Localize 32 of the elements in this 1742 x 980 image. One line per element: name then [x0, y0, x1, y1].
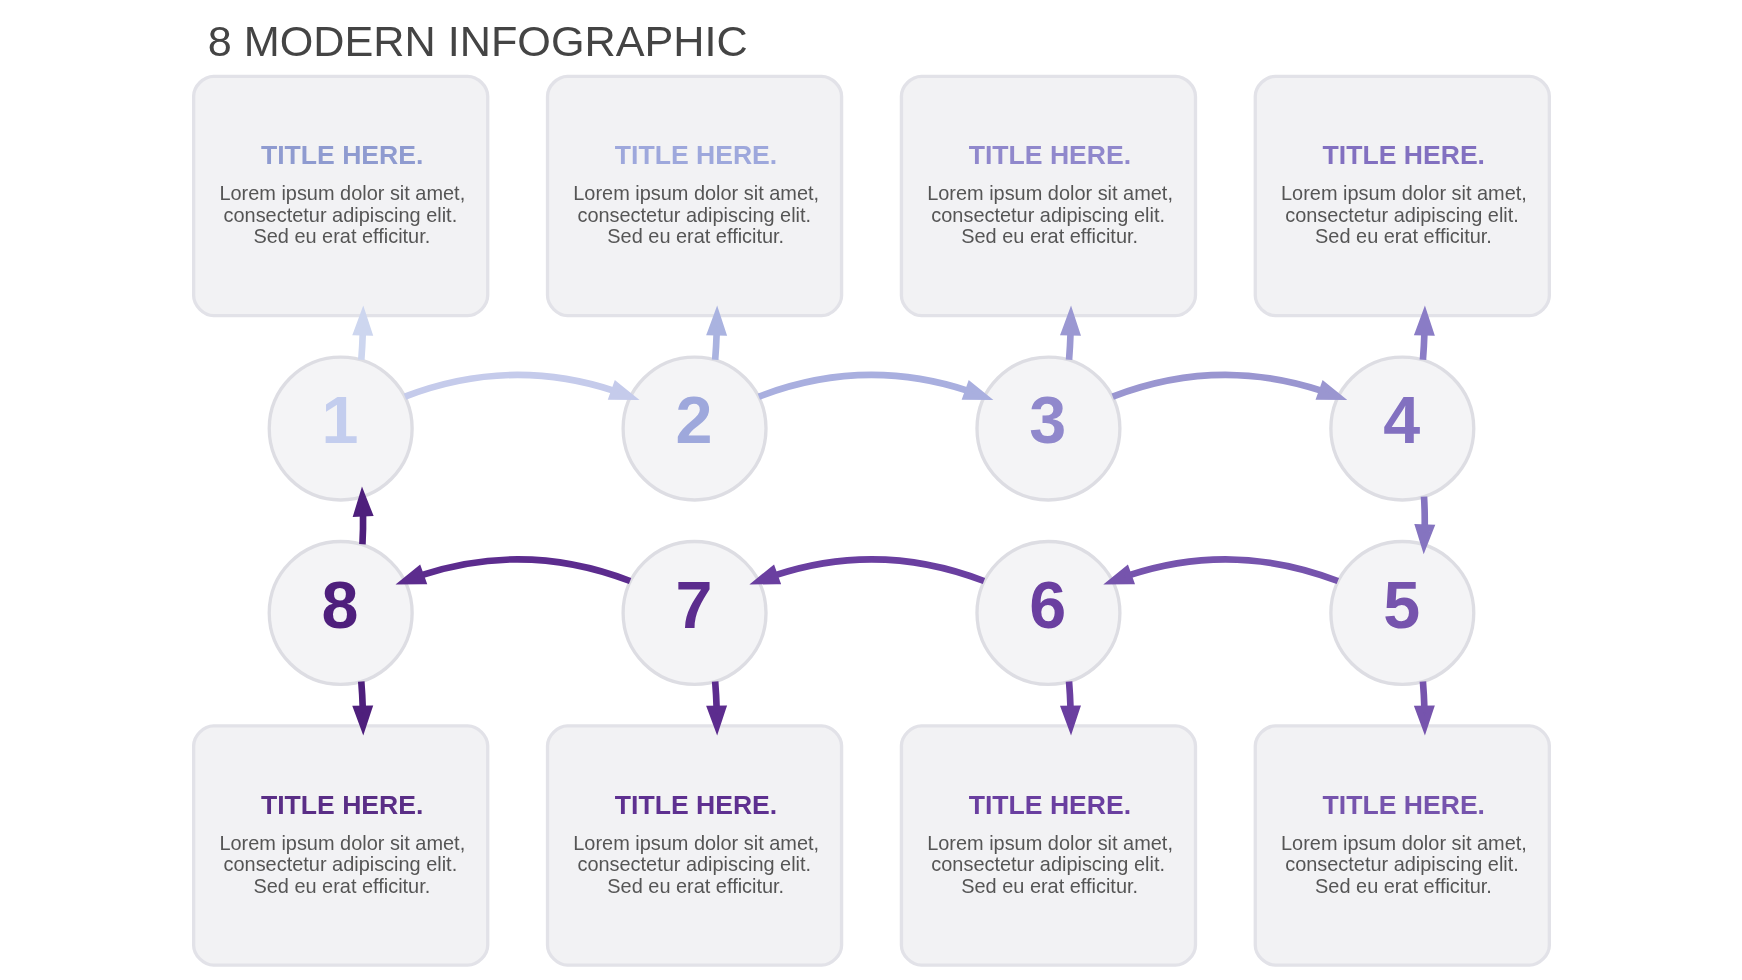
- node-box: TITLE HERE. Lorem ipsum dolor sit amet, consectetur adipiscing elit. Sed eu erat efficitur.: [1253, 74, 1551, 318]
- node-circle: 4: [1328, 355, 1475, 502]
- node-box: TITLE HERE. Lorem ipsum dolor sit amet, consectetur adipiscing elit. Sed eu erat efficitur.: [191, 74, 489, 318]
- arrow: [705, 305, 727, 360]
- node-box: TITLE HERE. Lorem ipsum dolor sit amet, consectetur adipiscing elit. Sed eu erat efficitur.: [899, 724, 1197, 967]
- arrow: [351, 305, 373, 360]
- arrow: [1413, 681, 1435, 736]
- arrow: [705, 681, 727, 736]
- node-circle: 5: [1328, 539, 1475, 687]
- arrow: [395, 556, 631, 585]
- node-box: TITLE HERE. Lorem ipsum dolor sit amet, consectetur adipiscing elit. Sed eu erat efficitur.: [899, 74, 1197, 318]
- arrow: [351, 681, 373, 736]
- arrow: [403, 371, 640, 400]
- diagram-title: 8 MODERN INFOGRAPHIC: [207, 17, 748, 66]
- arrow: [1413, 496, 1435, 555]
- arrow: [748, 556, 985, 585]
- node-circle: 2: [620, 355, 768, 502]
- node-circle: 3: [974, 355, 1122, 502]
- arrow: [757, 371, 993, 400]
- node-box: TITLE HERE. Lorem ipsum dolor sit amet, consectetur adipiscing elit. Sed eu erat efficitur.: [191, 724, 489, 967]
- arrow: [352, 486, 374, 545]
- arrow: [1059, 305, 1081, 360]
- arrow: [1102, 556, 1339, 585]
- node-circle: 6: [974, 539, 1122, 687]
- node-circle: 7: [620, 539, 768, 687]
- node-box: TITLE HERE. Lorem ipsum dolor sit amet, consectetur adipiscing elit. Sed eu erat efficitur.: [545, 74, 843, 318]
- node-box: TITLE HERE. Lorem ipsum dolor sit amet, consectetur adipiscing elit. Sed eu erat efficitur.: [1253, 724, 1551, 967]
- node-circle: 8: [267, 539, 414, 687]
- arrow: [1059, 681, 1081, 736]
- arrow: [1111, 371, 1347, 400]
- arrow: [1413, 305, 1435, 360]
- node-box: TITLE HERE. Lorem ipsum dolor sit amet, consectetur adipiscing elit. Sed eu erat efficitur.: [545, 724, 843, 967]
